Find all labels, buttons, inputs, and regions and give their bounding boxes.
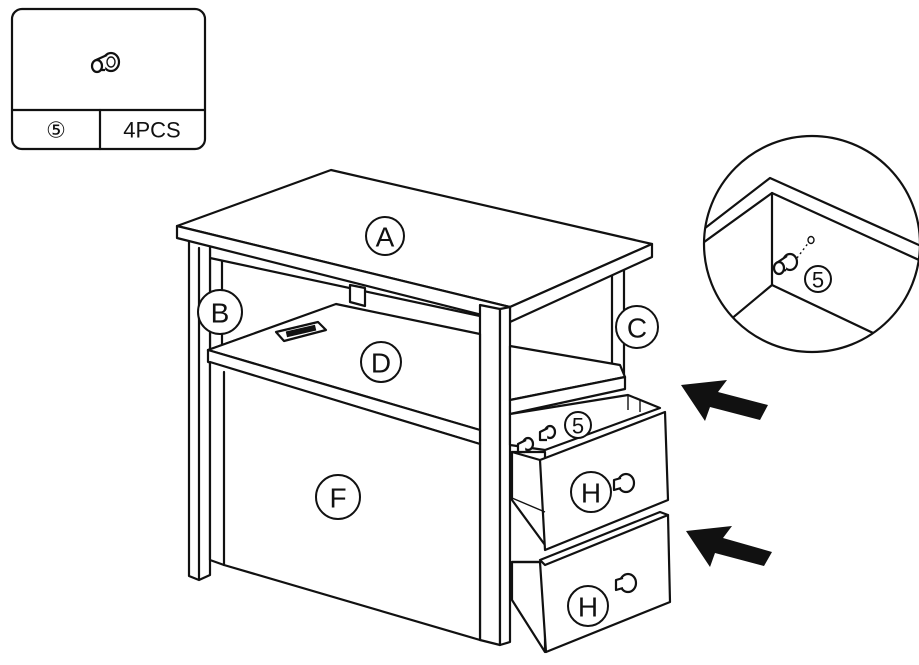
label-a-text: A — [376, 222, 395, 253]
label-f: F — [315, 474, 361, 520]
label-b: B — [197, 289, 243, 335]
label-f-text: F — [329, 483, 346, 514]
label-a: A — [365, 216, 405, 256]
part-number-label: ⑤ — [46, 118, 66, 143]
arrow-upper-drawer-icon — [681, 380, 768, 421]
label-h-upper-text: H — [581, 478, 601, 509]
label-5-knob-text: 5 — [572, 414, 584, 439]
drawer-side-knob-screws-icon — [516, 424, 557, 454]
label-c: C — [615, 305, 659, 349]
arrow-lower-drawer-icon — [686, 526, 772, 567]
detail-knob-screw-icon — [772, 235, 815, 276]
parts-box: ⑤ 4PCS — [10, 7, 207, 151]
power-outlet-icon — [274, 320, 328, 343]
detail-circle: 5 — [702, 134, 919, 354]
label-5-knob: 5 — [564, 411, 592, 439]
label-h-lower: H — [567, 585, 609, 627]
label-h-upper: H — [570, 471, 612, 513]
label-d-text: D — [371, 348, 391, 379]
label-h-lower-text: H — [578, 592, 598, 623]
detail-callout-label: 5 — [812, 268, 824, 293]
end-table — [175, 168, 672, 654]
upper-drawer-knob-icon — [612, 472, 636, 494]
knob-screw-icon — [90, 51, 121, 74]
label-b-text: B — [211, 298, 230, 329]
label-d: D — [360, 341, 402, 383]
part-quantity-label: 4PCS — [123, 118, 180, 143]
label-c-text: C — [627, 313, 647, 344]
lower-drawer-knob-icon — [614, 572, 638, 594]
